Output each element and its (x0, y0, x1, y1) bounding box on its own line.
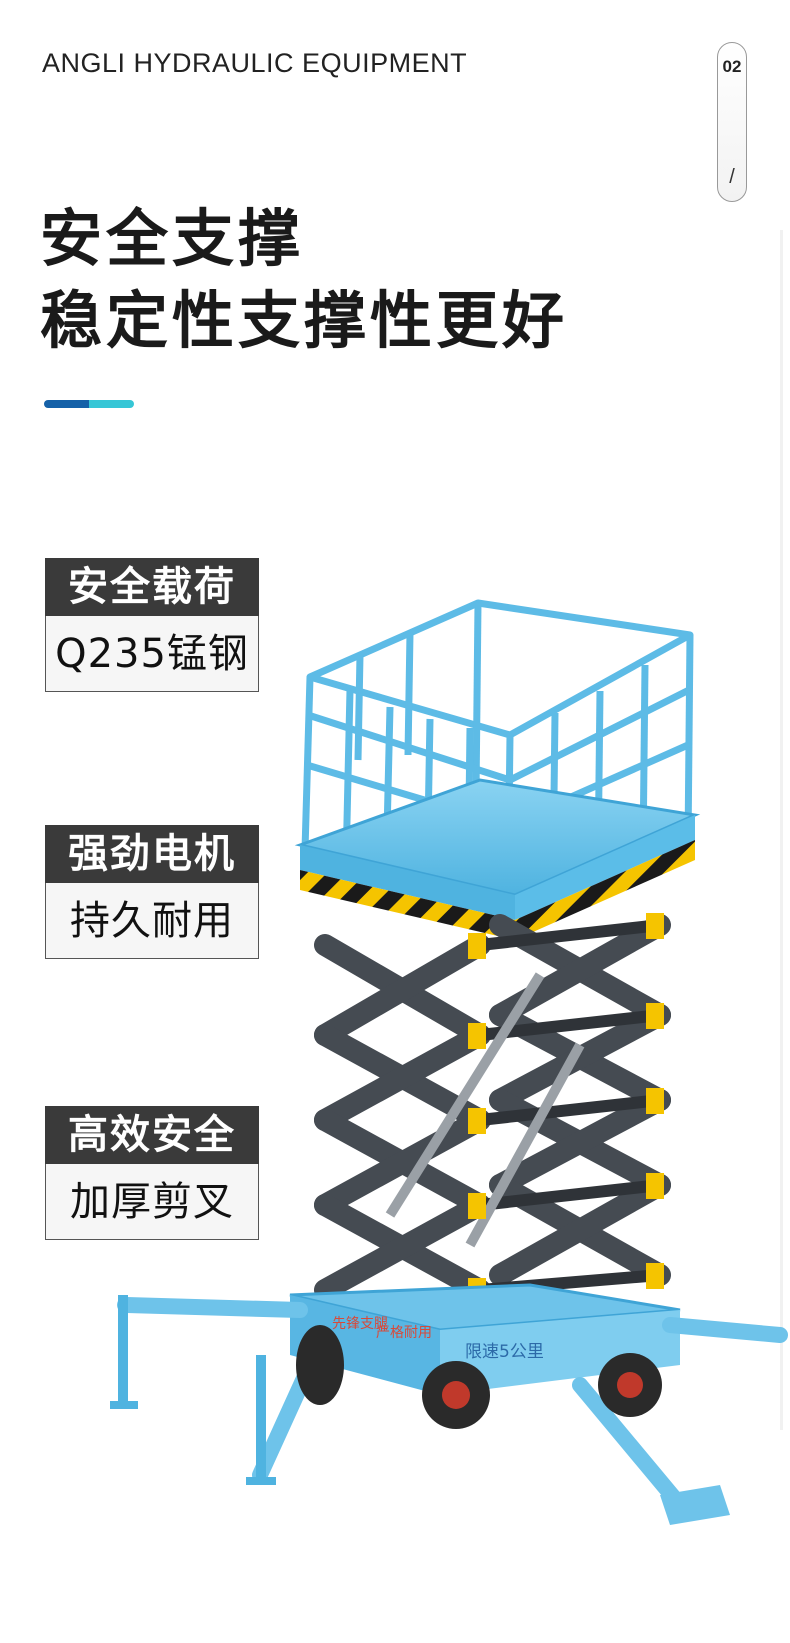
chassis-label-2: 严格耐用 (376, 1325, 432, 1341)
page-indicator: 02 / (717, 42, 747, 202)
speed-limit-label: 限速5公里 (465, 1342, 544, 1362)
hydraulic-cylinder (385, 972, 585, 1248)
page-separator: / (729, 166, 735, 188)
platform-deck (294, 778, 701, 940)
feature-card-motor: 强劲电机 持久耐用 (45, 825, 259, 959)
caution-caps (468, 913, 664, 1304)
brand-title: ANGLI HYDRAULIC EQUIPMENT (42, 48, 468, 78)
feature-detail: Q235锰钢 (45, 616, 259, 692)
feature-title: 强劲电机 (45, 825, 259, 883)
headline-line-1: 安全支撑 (40, 202, 305, 275)
outriggers (117, 1297, 788, 1513)
headline-line-2: 稳定性支撑性更好 (40, 284, 569, 357)
outrigger-feet (110, 1295, 730, 1525)
feature-detail: 加厚剪叉 (45, 1164, 259, 1240)
feature-title: 高效安全 (45, 1106, 259, 1164)
feature-card-safe-load: 安全载荷 Q235锰钢 (45, 558, 259, 692)
feature-card-scissor: 高效安全 加厚剪叉 (45, 1106, 259, 1240)
chassis: 先锋支腿 严格耐用 限速5公里 (289, 1283, 681, 1395)
chassis-label-1: 先锋支腿 (332, 1316, 388, 1332)
wheels (296, 1325, 662, 1429)
scissor-lift-illustration: 先锋支腿 严格耐用 限速5公里 (110, 599, 788, 1525)
accent-bar (44, 400, 134, 408)
page-number: 02 (722, 57, 742, 76)
feature-title: 安全载荷 (45, 558, 259, 616)
edge-shadow (780, 230, 783, 1430)
feature-detail: 持久耐用 (45, 883, 259, 959)
